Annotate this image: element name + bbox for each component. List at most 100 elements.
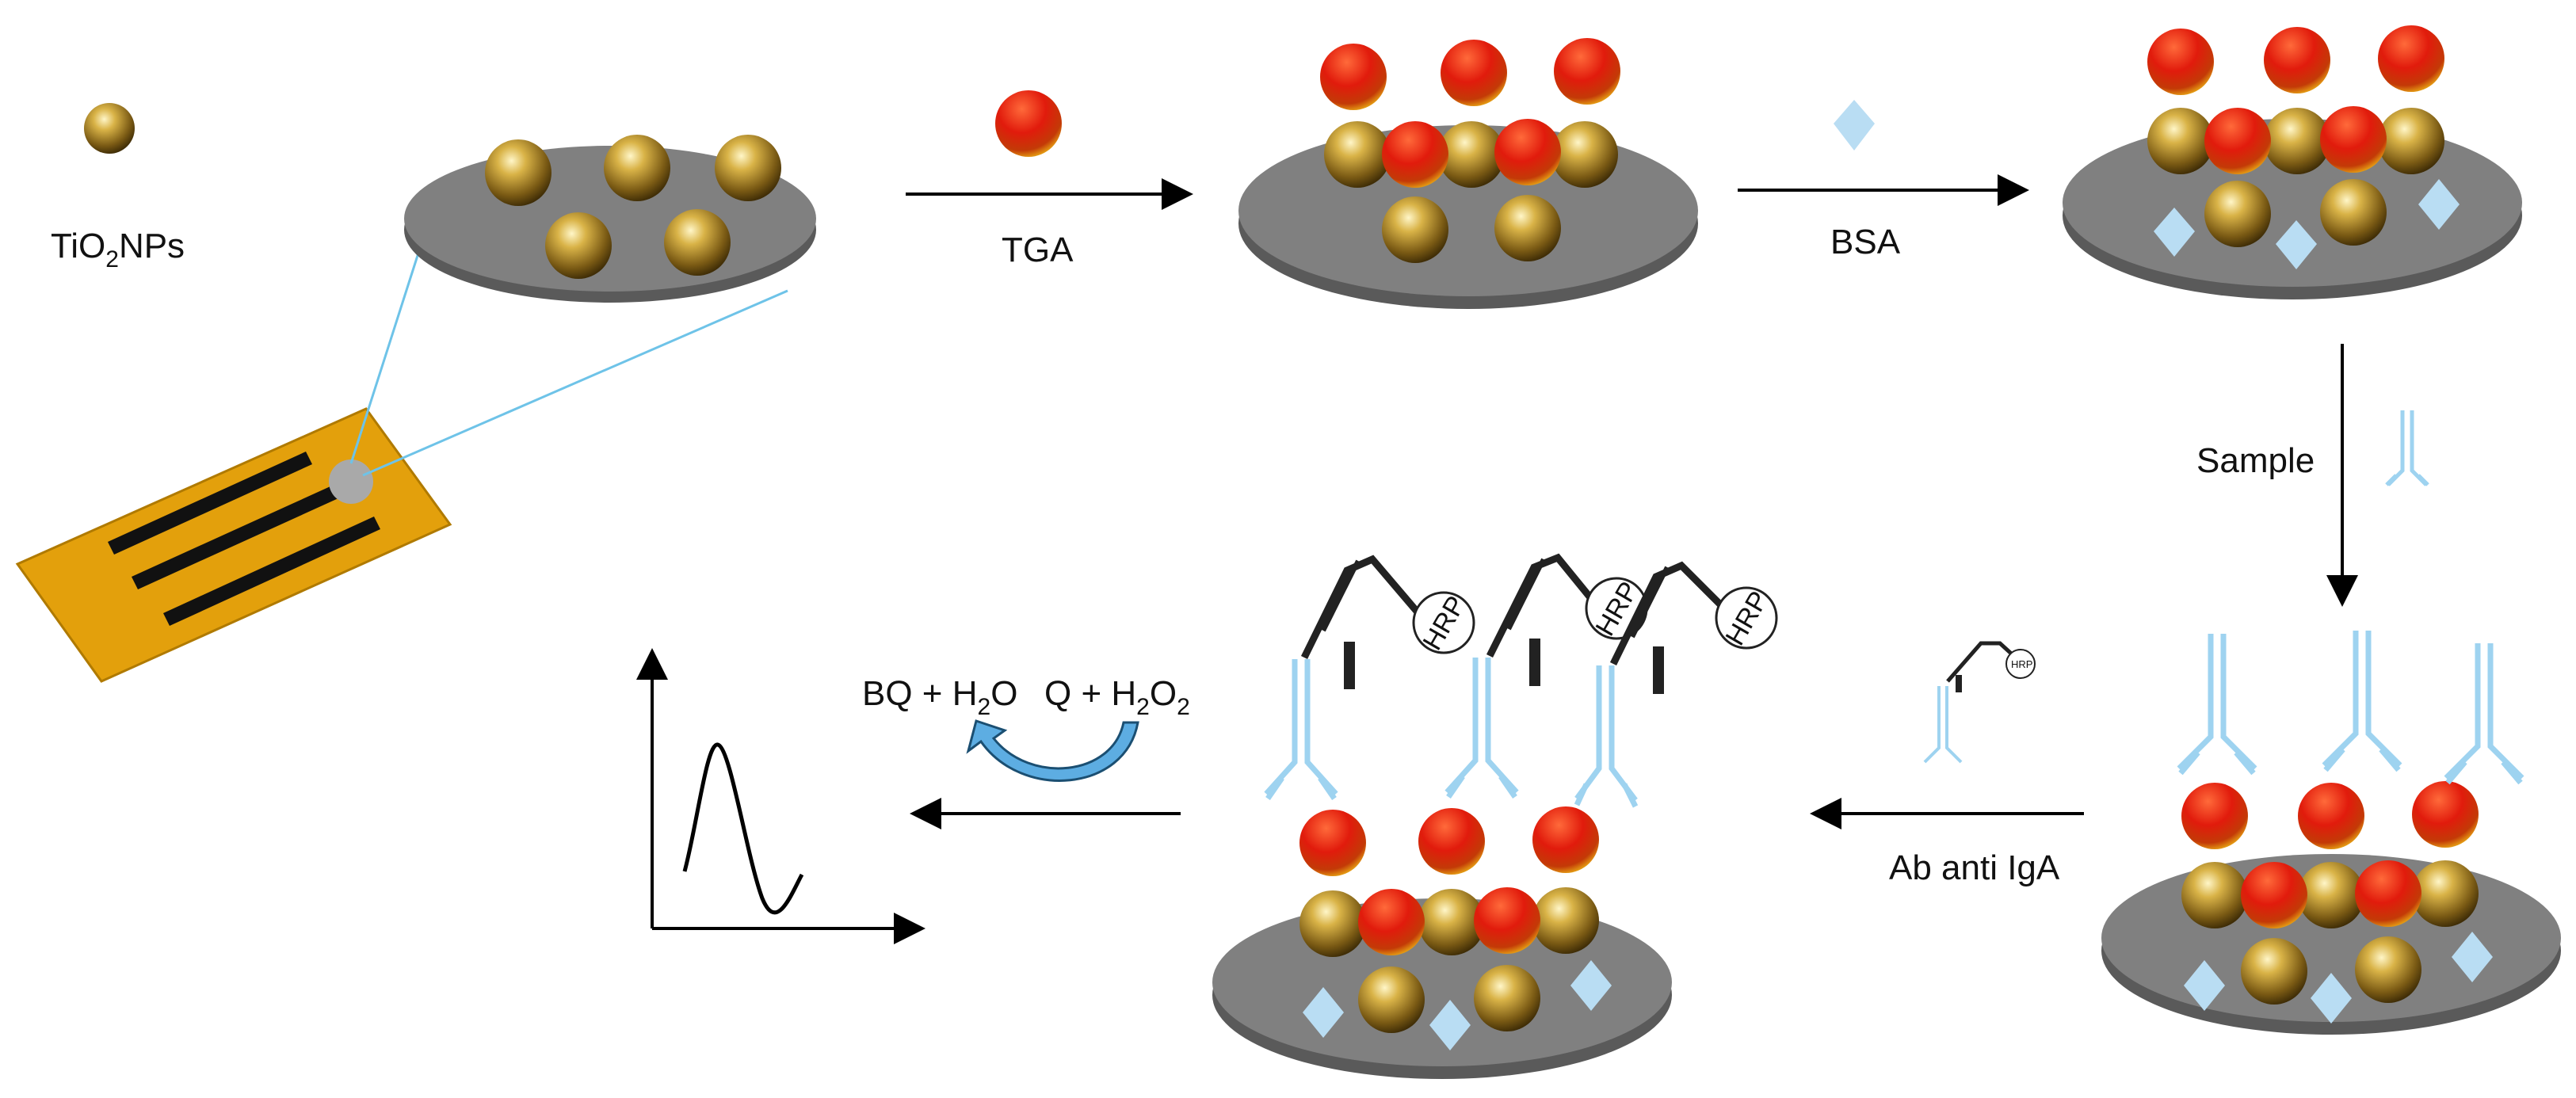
bsa-diamond	[2311, 973, 2352, 1024]
tio2-particle	[1358, 966, 1425, 1033]
step-sample: Sample	[2196, 344, 2429, 607]
tio2-particle	[1438, 121, 1505, 188]
ab-anti-iga-label: Ab anti IgA	[1889, 848, 2060, 887]
tga-particle	[2412, 781, 2479, 848]
tio2-particle	[2298, 862, 2364, 928]
tio2-particle	[1382, 196, 1448, 263]
iga-antibody	[1574, 665, 1639, 808]
working-electrode-spot	[329, 459, 373, 504]
tga-particle	[1299, 810, 1366, 876]
step-bsa: BSA	[1738, 100, 2029, 261]
tga-particle	[2298, 783, 2364, 849]
bsa-diamond	[2276, 220, 2317, 269]
tio2-particle	[715, 135, 781, 201]
hrp-enzyme	[1715, 586, 1778, 650]
tio2-particle	[664, 209, 731, 276]
tio2-particle	[2264, 108, 2330, 174]
tio2-particle	[1324, 121, 1391, 188]
bsa-diamond	[2154, 208, 2195, 257]
screen-printed-electrode	[15, 223, 788, 683]
electrode-line-2	[132, 482, 347, 589]
bsa-diamond	[1429, 1000, 1471, 1050]
sample-label: Sample	[2196, 441, 2315, 480]
hrp-conjugate: HRP	[1486, 553, 1648, 686]
bq-h2o-label: BQ + H2O	[862, 674, 1017, 720]
tio2-particle	[2378, 108, 2444, 174]
step-ab-anti-iga: Ab anti IgA HRP	[1810, 641, 2084, 887]
electrode-line-1	[108, 452, 312, 555]
iga-antibody	[2444, 643, 2524, 785]
disc-iga-bound	[2101, 631, 2561, 1035]
step-tga: TGA	[906, 90, 1193, 269]
hrp-conjugate: HRP	[1300, 555, 1475, 689]
hrp-conjugate-icon: HRP	[1923, 641, 2036, 764]
hrp-enzyme	[1412, 591, 1475, 654]
tga-particle	[1474, 887, 1540, 954]
tga-particle	[1418, 808, 1485, 875]
tio2-particle	[2181, 862, 2248, 928]
bsa-diamond	[2184, 960, 2225, 1011]
tio2-particle	[604, 135, 670, 201]
tio2-particle	[1418, 889, 1485, 955]
tga-particle	[1532, 806, 1599, 873]
tio2-particle	[2412, 860, 2479, 927]
tga-particle	[1554, 38, 1620, 105]
tga-particle	[2355, 860, 2421, 927]
tga-particle	[2204, 108, 2271, 174]
tga-particle	[2241, 862, 2307, 928]
tio2-particle	[485, 139, 551, 206]
tga-particle	[2264, 27, 2330, 93]
iga-antibody	[2322, 631, 2402, 772]
tio2-particle	[2241, 938, 2307, 1005]
zoom-line-2	[362, 289, 788, 477]
redox-reaction: BQ + H2O Q + H2O2	[862, 674, 1190, 829]
tga-particle	[1441, 40, 1507, 106]
hrp-small-label: HRP	[2011, 658, 2032, 670]
signal-peak-curve	[682, 742, 804, 915]
bsa-diamond	[2452, 932, 2493, 982]
signal-plot	[636, 648, 925, 944]
tio2-nanoparticle-icon	[84, 103, 135, 154]
bsa-diamond	[1303, 987, 1344, 1038]
tio2-particle	[2147, 108, 2214, 174]
tga-particle	[2147, 29, 2214, 95]
tga-particle	[1320, 44, 1387, 110]
tga-particle	[2181, 783, 2248, 849]
disc-tga-functionalized	[1238, 38, 1698, 309]
tio2-particle	[545, 212, 612, 279]
tio2-legend: TiO2NPs	[51, 103, 185, 273]
electrode-line-3	[163, 517, 380, 626]
redox-curved-arrow	[966, 719, 1139, 782]
tga-particle	[1494, 119, 1561, 185]
tio2-particle	[1474, 965, 1540, 1031]
q-h2o2-label: Q + H2O2	[1044, 674, 1190, 720]
bsa-diamond	[1570, 960, 1612, 1011]
disc-tio2-modified	[404, 135, 816, 303]
bsa-diamond	[2418, 179, 2460, 230]
tio2-particle	[2320, 179, 2387, 246]
tga-label: TGA	[1002, 231, 1074, 269]
bsa-diamond-icon	[1834, 100, 1875, 151]
iga-antibody	[2177, 634, 2257, 776]
tio2-particle	[1532, 887, 1599, 954]
tga-particle	[1382, 121, 1448, 188]
iga-antibody	[1444, 658, 1519, 799]
tio2-particle	[1299, 890, 1366, 957]
tga-particle	[2320, 106, 2387, 173]
tga-particle	[2378, 25, 2444, 92]
tio2-particle	[1551, 121, 1618, 188]
tio2-particle	[2204, 181, 2271, 247]
tio2-label: TiO2NPs	[51, 227, 185, 273]
tga-particle-icon	[995, 90, 1062, 157]
hrp-conjugate: HRP	[1609, 561, 1778, 694]
iga-antibody-icon	[2385, 410, 2429, 486]
iga-antibody	[1264, 659, 1338, 800]
tga-particle	[1358, 889, 1425, 955]
tio2-particle	[2355, 936, 2421, 1003]
tio2-particle	[1494, 195, 1561, 261]
disc-bsa-blocked	[2063, 25, 2522, 299]
bsa-label: BSA	[1830, 223, 1901, 261]
disc-hrp-conjugate: HRP HRP HRP	[1212, 553, 1778, 1079]
zoom-line-1	[349, 223, 429, 464]
